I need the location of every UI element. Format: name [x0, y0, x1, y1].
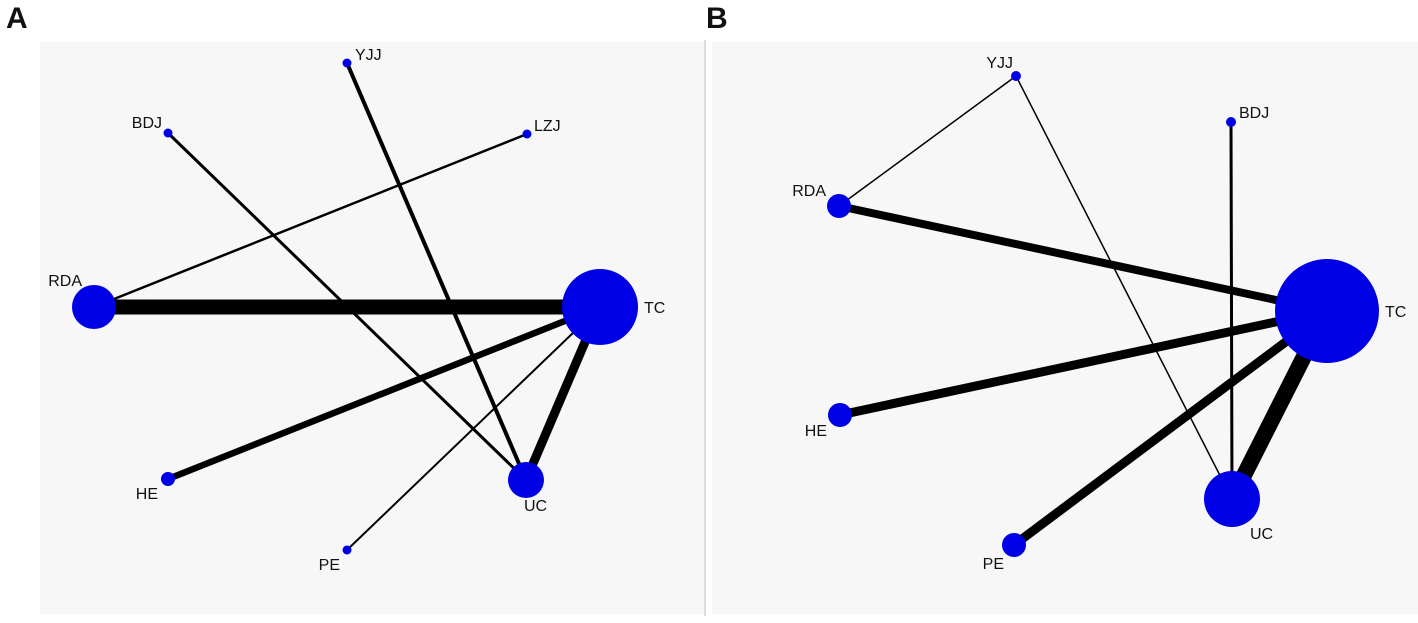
- node-label-tc-b: TC: [1385, 304, 1406, 321]
- edge-yjj-uc-a: [345, 62, 528, 481]
- node-label-pe-b: PE: [983, 556, 1004, 573]
- node-rda-a: [72, 285, 116, 329]
- network-graph-a: YJJ BDJ LZJ RDA TC HE UC PE: [48, 47, 665, 574]
- panel-letter-a: A: [6, 2, 28, 35]
- network-plot-b: B YJJ BDJ RDA TC HE UC PE: [706, 0, 1418, 623]
- node-label-lzj-a: LZJ: [534, 118, 561, 135]
- node-label-he-a: HE: [136, 486, 158, 503]
- node-label-uc-b: UC: [1250, 526, 1273, 543]
- node-lzj-a: [522, 129, 532, 139]
- node-label-yjj-b: YJJ: [986, 55, 1013, 72]
- node-bdj-b: [1226, 117, 1236, 127]
- node-label-rda-b: RDA: [792, 183, 826, 200]
- node-tc-b: [1275, 259, 1379, 363]
- edge-rda-tc-b: [838, 202, 1328, 315]
- edge-pe-tc-a: [346, 306, 601, 551]
- node-pe-b: [1002, 533, 1026, 557]
- node-label-uc-a: UC: [524, 498, 547, 515]
- node-he-b: [828, 403, 852, 427]
- node-yjj-b: [1011, 71, 1021, 81]
- node-label-rda-a: RDA: [48, 273, 82, 290]
- node-label-tc-a: TC: [644, 300, 665, 317]
- node-uc-a: [508, 462, 544, 498]
- node-uc-b: [1204, 471, 1260, 527]
- edge-bdj-uc-a: [166, 131, 528, 482]
- network-graph-b: YJJ BDJ RDA TC HE UC PE: [792, 55, 1406, 573]
- network-plot-a: A YJJ BDJ LZJ RDA TC HE UC PE: [0, 0, 706, 623]
- node-bdj-a: [163, 128, 173, 138]
- edge-yjj-uc-b: [1015, 75, 1233, 500]
- edge-bdj-uc-b: [1229, 121, 1234, 500]
- node-rda-b: [827, 194, 851, 218]
- node-he-a: [161, 472, 175, 486]
- node-pe-a: [342, 545, 352, 555]
- node-label-bdj-b: BDJ: [1239, 105, 1269, 122]
- node-label-bdj-a: BDJ: [132, 115, 162, 132]
- edge-rda-lzj-a: [93, 132, 528, 309]
- panel-letter-b: B: [706, 2, 728, 35]
- edge-rda-yjj-b: [838, 75, 1017, 207]
- node-tc-a: [562, 269, 638, 345]
- edge-pe-tc-b: [1011, 307, 1330, 549]
- node-label-yjj-a: YJJ: [355, 47, 382, 64]
- edge-he-tc-a: [166, 303, 602, 483]
- node-label-he-b: HE: [805, 423, 827, 440]
- node-yjj-a: [342, 58, 352, 68]
- node-label-pe-a: PE: [319, 557, 340, 574]
- panel-divider: [704, 40, 706, 616]
- edge-he-tc-b: [839, 306, 1328, 420]
